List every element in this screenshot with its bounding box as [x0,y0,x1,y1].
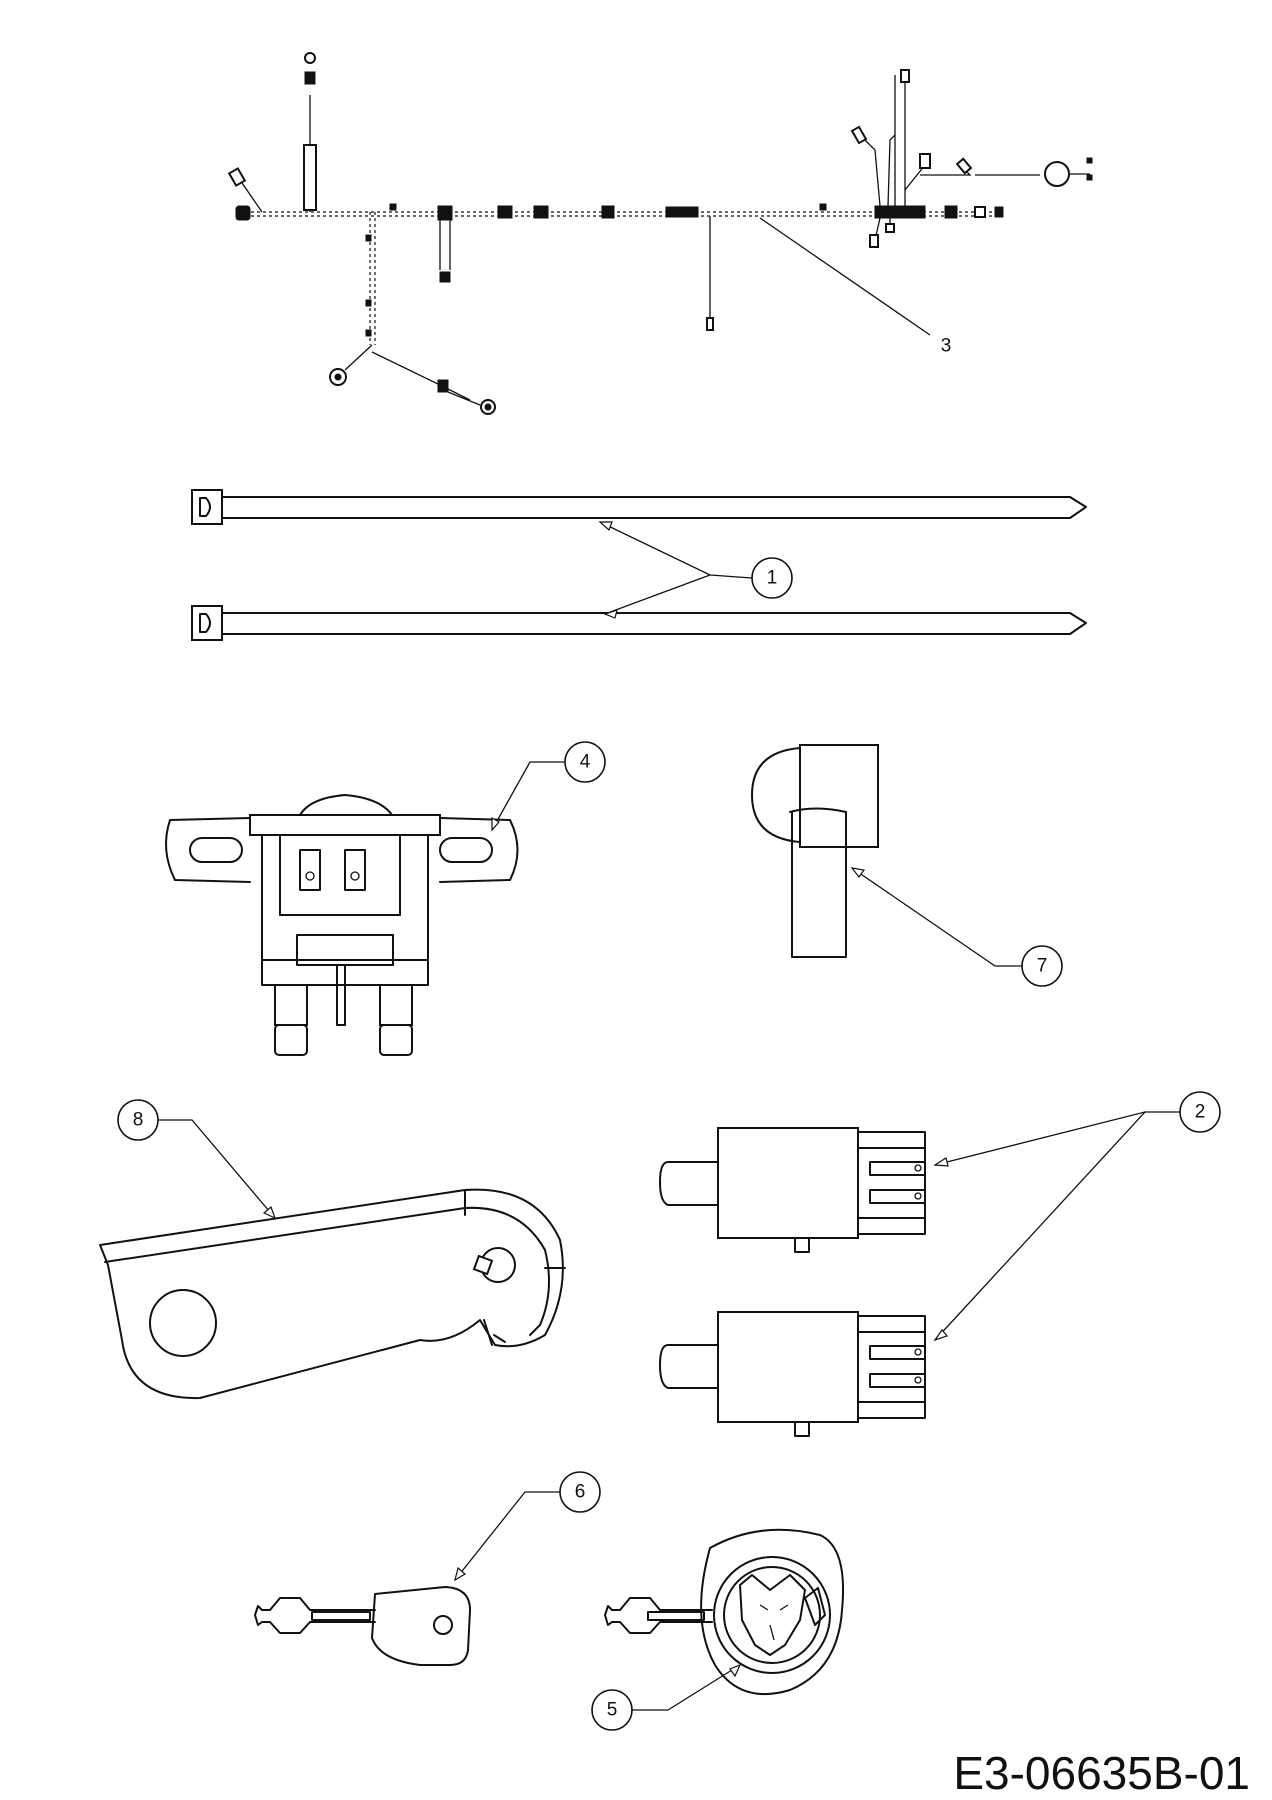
plunger-switch-lower [659,1311,926,1437]
callout-2-label: 2 [1195,1102,1206,1123]
callout-8: 8 [117,1099,277,1220]
callout-7-label: 7 [1037,956,1048,977]
callout-7: 7 [850,867,1063,987]
callout-2: 2 [933,1091,1221,1342]
callout-4-label: 4 [580,752,591,773]
bracket [99,1188,566,1400]
callout-8-label: 8 [133,1110,144,1131]
wiring-harness [227,52,1093,415]
callout-1: 1 [598,521,793,619]
callout-6-label: 6 [575,1482,586,1503]
callout-3: 3 [941,336,952,357]
callout-5: 5 [591,1663,742,1731]
drawing-number: E3-06635B-01 [953,1747,1250,1799]
ignition-key-plain [254,1586,471,1666]
solenoid [165,794,519,1056]
callout-6: 6 [454,1471,601,1582]
callout-4: 4 [491,741,606,832]
callout-5-label: 5 [607,1700,618,1721]
callout-3-label: 3 [941,336,952,357]
callout-1-label: 1 [767,568,778,589]
ignition-key-badge [604,1528,845,1696]
plunger-switch-upper [659,1127,926,1253]
terminal-boot [751,744,879,958]
cable-tie-lower [191,605,1087,641]
cable-tie-upper [191,489,1087,525]
